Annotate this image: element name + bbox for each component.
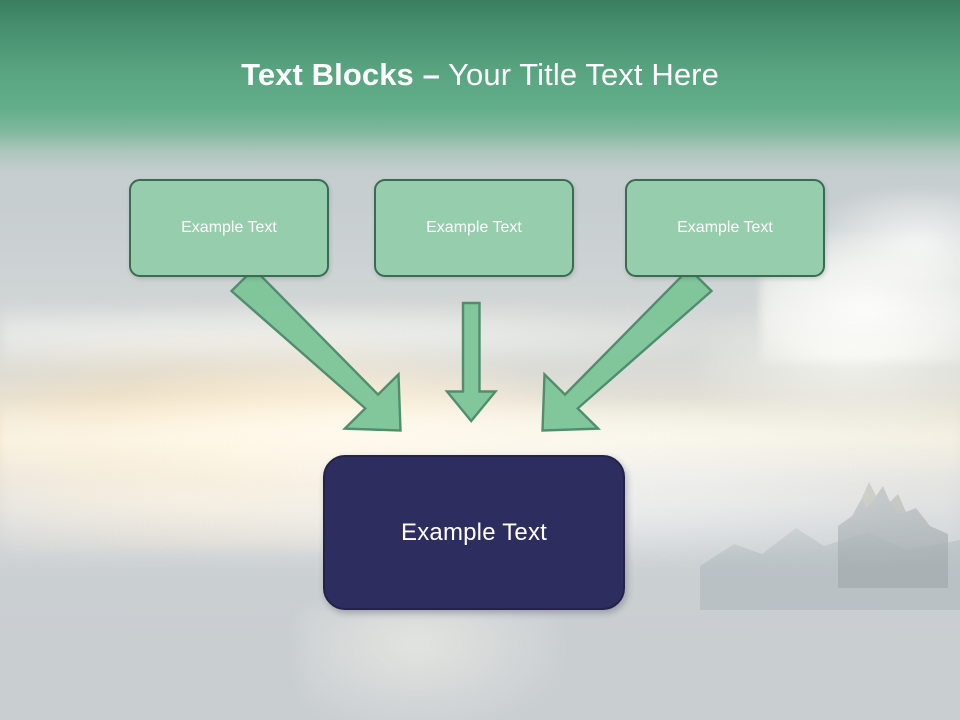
page-title-light: Your Title Text Here xyxy=(439,57,719,92)
text-block-3[interactable]: Example Text xyxy=(625,179,825,277)
text-block-2[interactable]: Example Text xyxy=(374,179,574,277)
text-block-1-label: Example Text xyxy=(181,219,277,236)
page-title: Text Blocks – Your Title Text Here xyxy=(0,55,960,95)
mountain-peak-silhouette xyxy=(838,482,948,588)
text-block-2-label: Example Text xyxy=(426,219,522,236)
text-block-1[interactable]: Example Text xyxy=(129,179,329,277)
result-text-block[interactable]: Example Text xyxy=(323,455,625,610)
page-title-bold: Text Blocks – xyxy=(241,57,440,92)
cloud-wisp-bottom xyxy=(300,608,560,720)
text-block-3-label: Example Text xyxy=(677,219,773,236)
header-gradient-band xyxy=(0,0,960,200)
result-text-block-label: Example Text xyxy=(400,518,548,546)
